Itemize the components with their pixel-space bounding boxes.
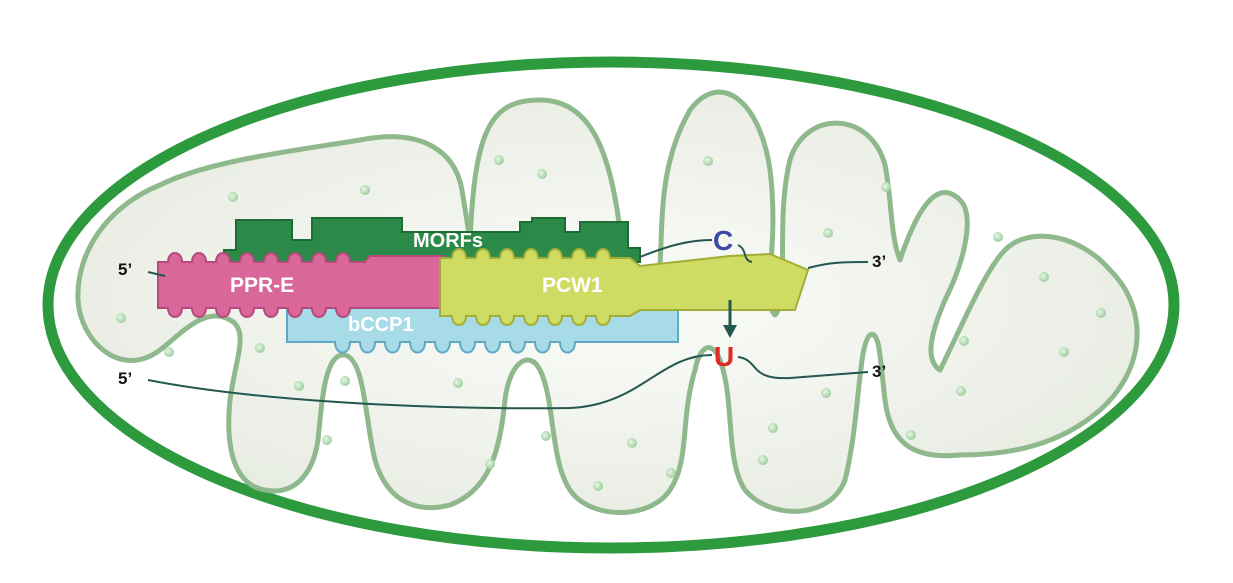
rna-strand-bottom: [147, 354, 713, 410]
pcw1-protein: PCW1: [439, 248, 810, 326]
rna-strand-top-mid: [639, 239, 713, 258]
base-u-label: U: [714, 341, 734, 372]
rna-strand-bottom-3prime: [737, 356, 869, 380]
pcw1-label: PCW1: [542, 274, 603, 297]
rna-top-3prime-label: 3’: [872, 252, 886, 271]
rna-bottom-5prime-label: 5’: [118, 369, 132, 388]
bccp1-label: bCCP1: [348, 314, 414, 336]
morfs-label: MORFs: [413, 230, 483, 252]
rna-strand-top-3prime: [737, 244, 753, 263]
ppr-e-label: PPR-E: [230, 274, 294, 297]
rna-strand-top-3prime-tail: [807, 261, 869, 269]
ppr-e-protein: PPR-E: [157, 252, 446, 318]
rna-top-5prime-label: 5’: [118, 260, 132, 279]
editing-arrow: [723, 300, 737, 338]
base-c-label: C: [713, 225, 733, 256]
rna-strand-top: [147, 271, 166, 277]
rna-bottom-3prime-label: 3’: [872, 362, 886, 381]
matrix-granules: [116, 155, 1106, 491]
